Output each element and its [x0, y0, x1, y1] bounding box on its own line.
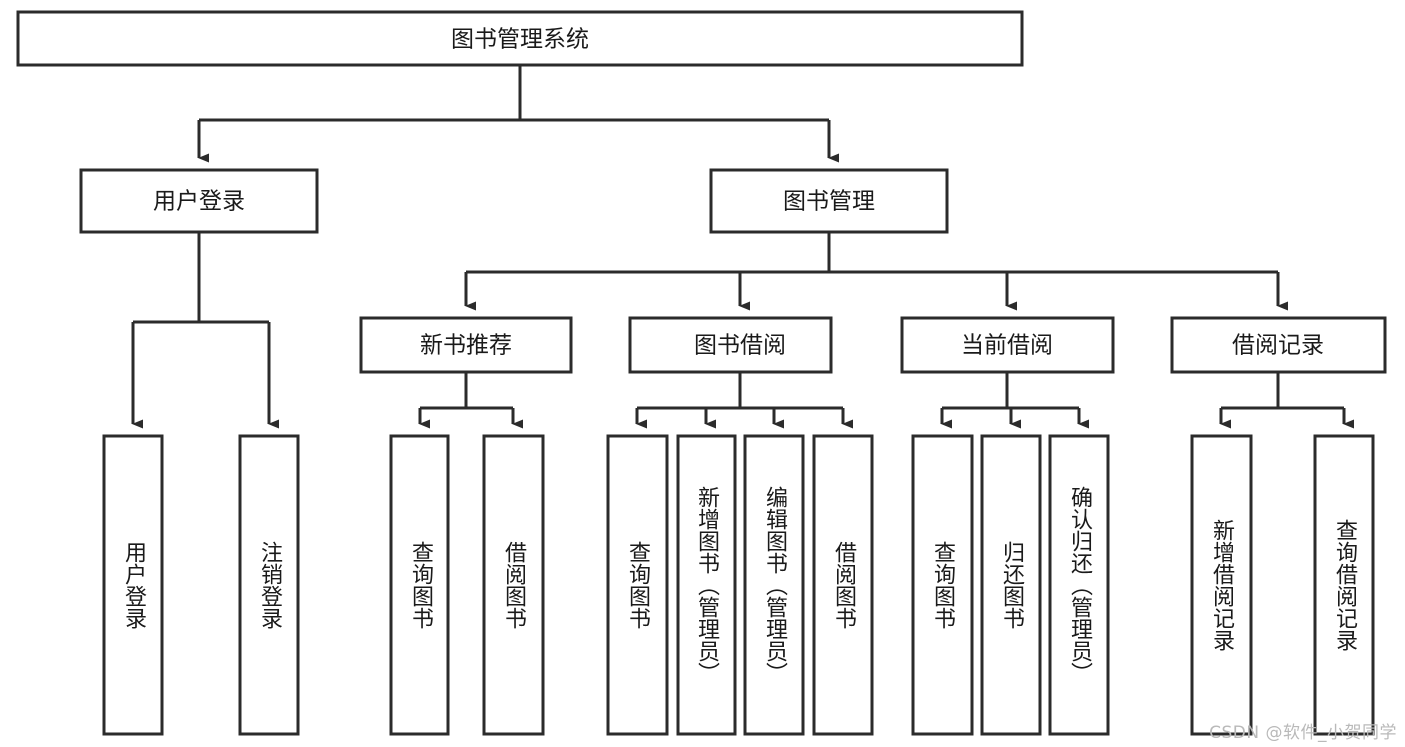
node-book-borrow-box[interactable]	[628, 316, 833, 374]
node-current-borrow[interactable]: 当前借阅	[900, 316, 1115, 374]
edge-group-book-borrow	[635, 372, 853, 429]
edge-group-book-management	[464, 232, 1288, 311]
node-leaf-borrow-book-nbr[interactable]: 借阅图书	[482, 434, 545, 736]
node-leaf-edit-book[interactable]: 编辑图书（管理员）	[743, 434, 805, 736]
edge-group-current-borrow	[940, 372, 1089, 429]
node-leaf-query-book-nbr[interactable]: 查询图书	[389, 434, 450, 736]
node-leaf-query-book-nbr-box[interactable]	[389, 434, 450, 736]
node-leaf-add-book-label: 新增图书（管理员）	[694, 486, 720, 684]
node-leaf-edit-book-label: 编辑图书（管理员）	[762, 486, 788, 684]
node-leaf-query-book-nbr-label: 查询图书	[408, 541, 434, 629]
node-leaf-borrow-book-bb-box[interactable]	[812, 434, 874, 736]
node-user-login[interactable]: 用户登录	[79, 168, 319, 234]
node-book-borrow-label: 图书借阅	[694, 333, 786, 359]
node-user-login-label: 用户登录	[153, 189, 245, 215]
node-leaf-logout[interactable]: 注销登录	[238, 434, 300, 736]
node-leaf-query-book-cb-box[interactable]	[911, 434, 974, 736]
node-leaf-user-login-label: 用户登录	[121, 541, 147, 629]
node-leaf-query-book-bb-label: 查询图书	[625, 541, 651, 629]
node-root-label: 图书管理系统	[451, 27, 589, 53]
node-leaf-query-book-bb-box[interactable]	[606, 434, 669, 736]
node-leaf-query-borrow-record-label: 查询借阅记录	[1332, 519, 1358, 651]
node-leaf-add-borrow-record-label: 新增借阅记录	[1209, 519, 1235, 651]
node-current-borrow-label: 当前借阅	[961, 333, 1053, 359]
node-book-borrow[interactable]: 图书借阅	[628, 316, 833, 374]
node-leaf-confirm-return-box[interactable]	[1048, 434, 1110, 736]
edge-group-new-book-recommend	[418, 372, 523, 429]
node-leaf-add-book-box[interactable]	[676, 434, 737, 736]
node-new-book-recommend-label: 新书推荐	[420, 333, 512, 359]
node-leaf-borrow-book-bb-label: 借阅图书	[831, 541, 857, 629]
node-leaf-query-book-cb-label: 查询图书	[930, 541, 956, 629]
node-user-login-box[interactable]	[79, 168, 319, 234]
edge-group-borrow-record	[1219, 372, 1354, 429]
edge-group-root	[197, 65, 839, 163]
node-root[interactable]: 图书管理系统	[16, 10, 1024, 67]
node-new-book-recommend-box[interactable]	[359, 316, 573, 374]
node-leaf-add-borrow-record-box[interactable]	[1190, 434, 1253, 736]
node-leaf-logout-box[interactable]	[238, 434, 300, 736]
node-leaf-user-login[interactable]: 用户登录	[102, 434, 164, 736]
node-book-management-box[interactable]	[709, 168, 949, 234]
node-leaf-query-book-bb[interactable]: 查询图书	[606, 434, 669, 736]
node-leaf-user-login-box[interactable]	[102, 434, 164, 736]
node-leaf-borrow-book-nbr-box[interactable]	[482, 434, 545, 736]
node-leaf-logout-label: 注销登录	[257, 541, 283, 629]
node-borrow-record-label: 借阅记录	[1232, 333, 1324, 359]
node-current-borrow-box[interactable]	[900, 316, 1115, 374]
node-leaf-add-book[interactable]: 新增图书（管理员）	[676, 434, 737, 736]
node-book-management-label: 图书管理	[783, 189, 875, 215]
node-leaf-borrow-book-bb[interactable]: 借阅图书	[812, 434, 874, 736]
edge-group-user-login	[131, 232, 279, 429]
node-leaf-query-borrow-record[interactable]: 查询借阅记录	[1313, 434, 1375, 736]
node-leaf-query-book-cb[interactable]: 查询图书	[911, 434, 974, 736]
node-book-management[interactable]: 图书管理	[709, 168, 949, 234]
node-leaf-confirm-return[interactable]: 确认归还（管理员）	[1048, 434, 1110, 736]
node-leaf-confirm-return-label: 确认归还（管理员）	[1067, 486, 1093, 684]
node-leaf-query-borrow-record-box[interactable]	[1313, 434, 1375, 736]
node-leaf-return-book-box[interactable]	[980, 434, 1042, 736]
csdn-watermark: CSDN @软件_小贺同学	[1209, 723, 1397, 743]
node-leaf-return-book-label: 归还图书	[999, 541, 1025, 629]
node-leaf-return-book[interactable]: 归还图书	[980, 434, 1042, 736]
node-leaf-borrow-book-nbr-label: 借阅图书	[501, 541, 527, 629]
node-borrow-record-box[interactable]	[1170, 316, 1387, 374]
node-new-book-recommend[interactable]: 新书推荐	[359, 316, 573, 374]
node-leaf-add-borrow-record[interactable]: 新增借阅记录	[1190, 434, 1253, 736]
node-borrow-record[interactable]: 借阅记录	[1170, 316, 1387, 374]
node-leaf-edit-book-box[interactable]	[743, 434, 805, 736]
node-root-box[interactable]	[16, 10, 1024, 67]
